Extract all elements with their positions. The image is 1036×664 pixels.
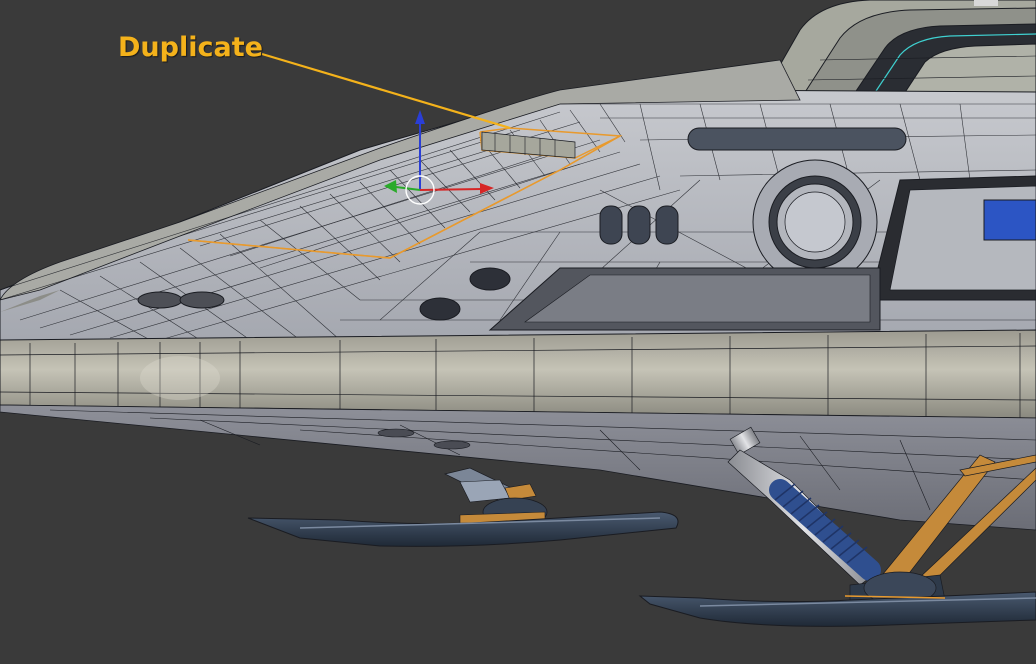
recessed-panel	[488, 267, 881, 331]
front-landing-strut	[443, 467, 548, 527]
top-detail-slot	[687, 127, 907, 151]
annotation-leader-line	[261, 52, 511, 130]
thruster-holes	[137, 267, 511, 321]
support-struts	[869, 454, 1036, 601]
cockpit-canopy	[759, 0, 1036, 101]
vent-grille	[599, 205, 679, 245]
rear-landing-strut	[727, 426, 1036, 607]
round-hatch[interactable]	[752, 159, 878, 285]
selected-faces-outline[interactable]	[187, 127, 623, 259]
shock-spring	[769, 479, 881, 581]
hull-front-rim[interactable]	[0, 329, 1036, 419]
transform-gizmo-icon[interactable]	[384, 110, 494, 205]
duplicate-annotation-label: Duplicate	[118, 32, 263, 63]
rear-landing-ski	[638, 591, 1036, 627]
side-window	[869, 175, 1036, 301]
front-landing-ski	[247, 511, 679, 547]
